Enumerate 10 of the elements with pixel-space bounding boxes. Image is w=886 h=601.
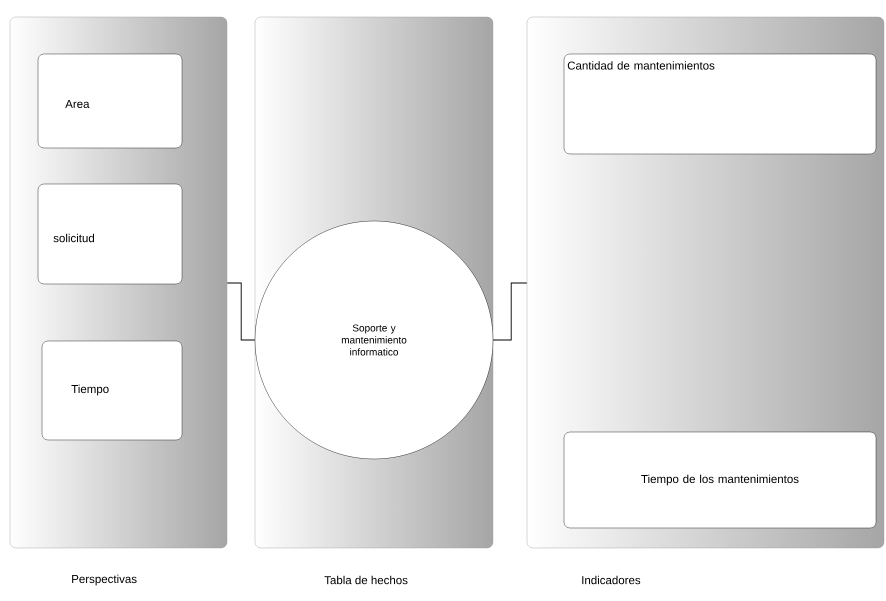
column-heading: Tabla de hechos <box>324 576 408 584</box>
column-heading: Indicadores <box>582 576 640 584</box>
connector <box>492 282 528 340</box>
text-box: Tiempo de los mantenimientos <box>564 432 876 528</box>
text-box: solicitud <box>38 184 182 284</box>
text-box: Tiempo <box>42 340 182 440</box>
text-box: Area <box>38 54 182 148</box>
connector <box>226 282 256 340</box>
column-heading: Perspectivas <box>72 574 137 586</box>
text-box: Cantidad de mantenimientos <box>564 54 876 154</box>
